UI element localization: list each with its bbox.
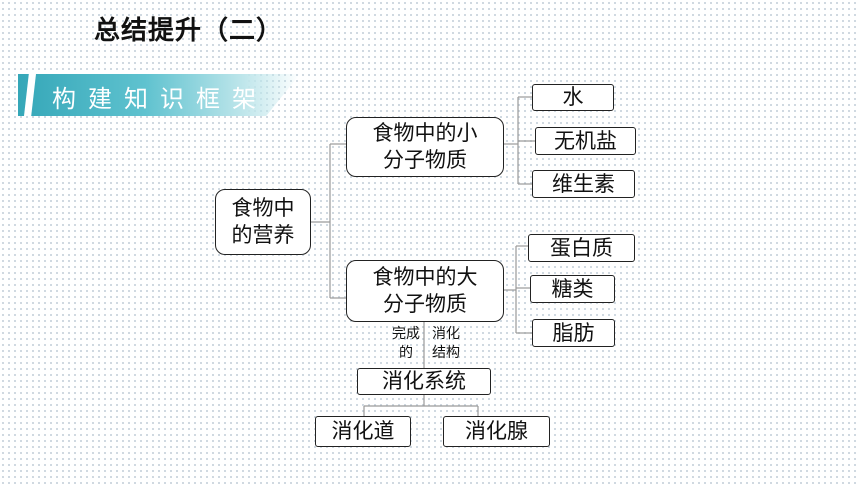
- node-digestive-tract: 消化道: [315, 416, 411, 447]
- link-label-left: 完成 的: [388, 325, 424, 363]
- node-digestive-system: 消化系统: [357, 368, 491, 395]
- section-banner: 构建知识框架: [18, 74, 300, 116]
- node-root-line2: 的营养: [231, 223, 295, 247]
- link-left-line2: 的: [399, 345, 413, 361]
- leaf-inorganic-salt: 无机盐: [535, 127, 636, 155]
- page-title: 总结提升（二）: [94, 16, 284, 46]
- node-small-line2: 分子物质: [383, 148, 467, 172]
- node-small-line1: 食物中的小: [372, 121, 478, 145]
- node-large-line2: 分子物质: [383, 292, 467, 316]
- leaf-protein: 蛋白质: [528, 234, 635, 262]
- banner-band: [18, 74, 300, 116]
- link-left-line1: 完成: [392, 326, 420, 342]
- link-right-line2: 结构: [432, 345, 460, 361]
- node-root-nutrition: 食物中 的营养: [215, 189, 311, 255]
- node-root-line1: 食物中: [231, 196, 295, 220]
- link-right-line1: 消化: [432, 326, 460, 342]
- node-digestive-gland: 消化腺: [443, 416, 550, 447]
- link-label-right: 消化 结构: [428, 325, 464, 363]
- leaf-vitamin: 维生素: [532, 170, 635, 198]
- leaf-sugars: 糖类: [530, 275, 615, 303]
- node-large-molecules: 食物中的大 分子物质: [346, 260, 504, 322]
- node-small-molecules: 食物中的小 分子物质: [346, 117, 504, 177]
- leaf-fat: 脂肪: [532, 319, 615, 347]
- banner-label: 构建知识框架: [52, 85, 268, 113]
- leaf-water: 水: [532, 84, 614, 111]
- node-large-line1: 食物中的大: [372, 265, 478, 289]
